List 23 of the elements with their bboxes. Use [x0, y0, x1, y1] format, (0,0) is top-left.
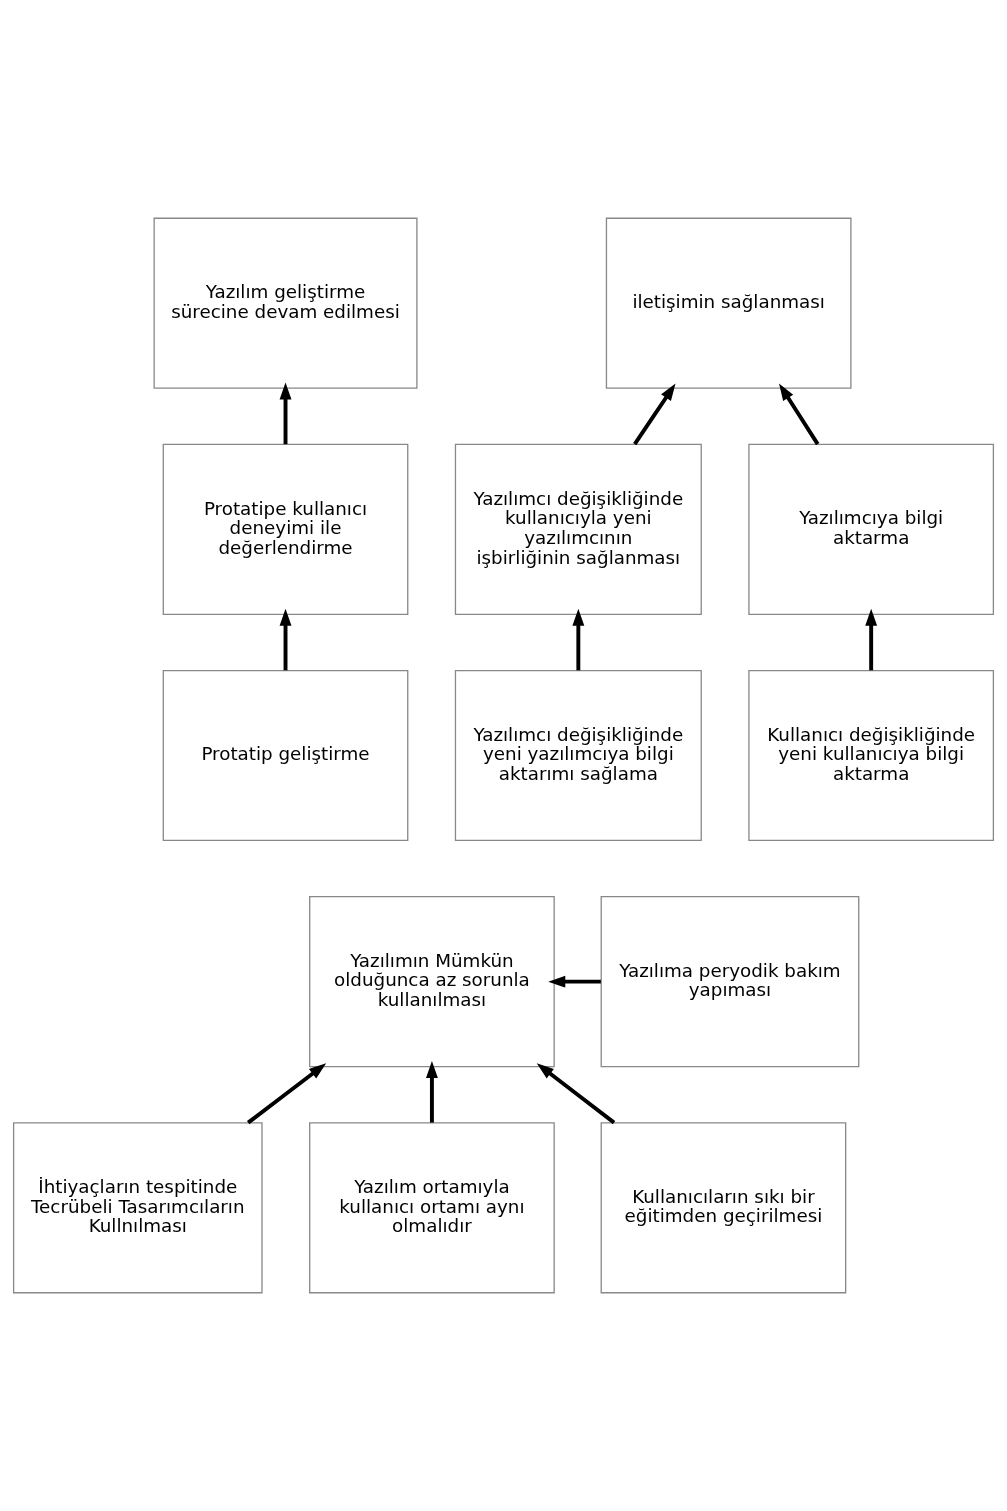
node-box: Yazılımcı değişikliğinde kullanıcıyla yeni yazılımcının işbirliğinin sağlanması [454, 443, 702, 615]
arrow [633, 383, 676, 446]
arrow [779, 383, 820, 446]
node-box: Yazılımcı değişikliğinde yeni yazılımcıya bilgi aktarımı sağlama [454, 669, 702, 842]
arrow [536, 1063, 616, 1125]
node-box: Protatipe kullanıcı deneyimi ile değerlendirme [162, 443, 409, 615]
node-box: İhtiyaçların tespitinde Tecrübeli Tasarımcıların Kullnılması [12, 1122, 263, 1294]
node-box: Protatip geliştirme [162, 669, 409, 842]
arrow [279, 608, 292, 671]
arrow [865, 608, 878, 671]
arrow [572, 608, 585, 671]
arrow [279, 382, 292, 445]
node-box: Yazılımın Mümkün olduğunca az sorunla kullanılması [309, 896, 555, 1068]
node-box: Yazılıma peryodik bakım yapıması [600, 896, 860, 1068]
node-box: Kullanıcıların sıkı bir eğitimden geçirilmesi [600, 1122, 847, 1294]
node-box: Yazılımcıya bilgi aktarma [748, 443, 995, 615]
node-box: Yazılım geliştirme sürecine devam edilmesi [153, 217, 418, 389]
node-box: Kullanıcı değişikliğinde yeni kullanıcıya bilgi aktarma [748, 669, 995, 842]
node-box: iletişimin sağlanması [605, 217, 852, 389]
arrow [548, 975, 601, 988]
arrow [246, 1063, 327, 1125]
node-box: Yazılım ortamıyla kullanıcı ortamı aynı olmalıdır [309, 1122, 555, 1294]
arrow [425, 1061, 438, 1123]
